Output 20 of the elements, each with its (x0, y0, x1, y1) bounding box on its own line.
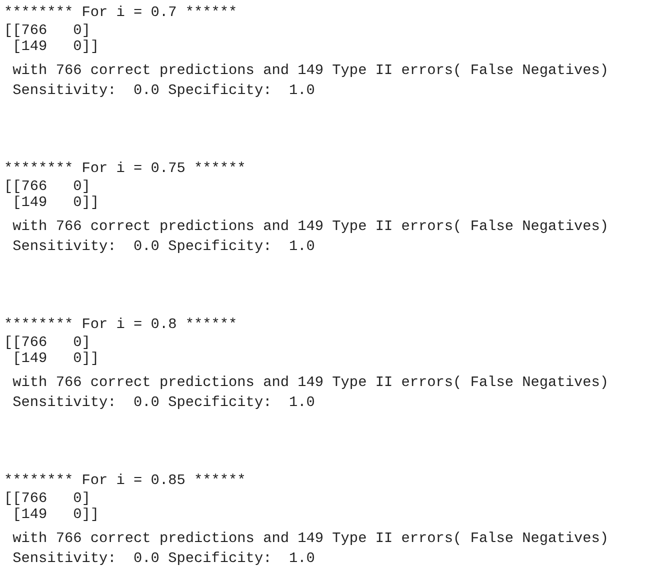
output-line: ******** For i = 0.85 ****** (4, 472, 246, 490)
output-line: [[766 0] (4, 334, 90, 352)
output-line: Sensitivity: 0.0 Specificity: 1.0 (12, 82, 315, 100)
output-line: [149 0]] (12, 350, 99, 368)
output-line: [149 0]] (12, 194, 99, 212)
output-line: ******** For i = 0.7 ****** (4, 4, 238, 22)
output-line: [[766 0] (4, 178, 90, 196)
output-line: [149 0]] (12, 38, 99, 56)
output-line: [149 0]] (12, 506, 99, 524)
output-line: with 766 correct predictions and 149 Type II errors( False Negatives) (12, 530, 609, 548)
output-line: with 766 correct predictions and 149 Type II errors( False Negatives) (12, 62, 609, 80)
output-line: Sensitivity: 0.0 Specificity: 1.0 (12, 550, 315, 568)
output-line: Sensitivity: 0.0 Specificity: 1.0 (12, 238, 315, 256)
output-line: with 766 correct predictions and 149 Type II errors( False Negatives) (12, 374, 609, 392)
output-line: with 766 correct predictions and 149 Type II errors( False Negatives) (12, 218, 609, 236)
output-line: [[766 0] (4, 22, 90, 40)
output-line: ******** For i = 0.8 ****** (4, 316, 238, 334)
output-line: ******** For i = 0.75 ****** (4, 160, 246, 178)
output-line: [[766 0] (4, 490, 90, 508)
output-line: Sensitivity: 0.0 Specificity: 1.0 (12, 394, 315, 412)
